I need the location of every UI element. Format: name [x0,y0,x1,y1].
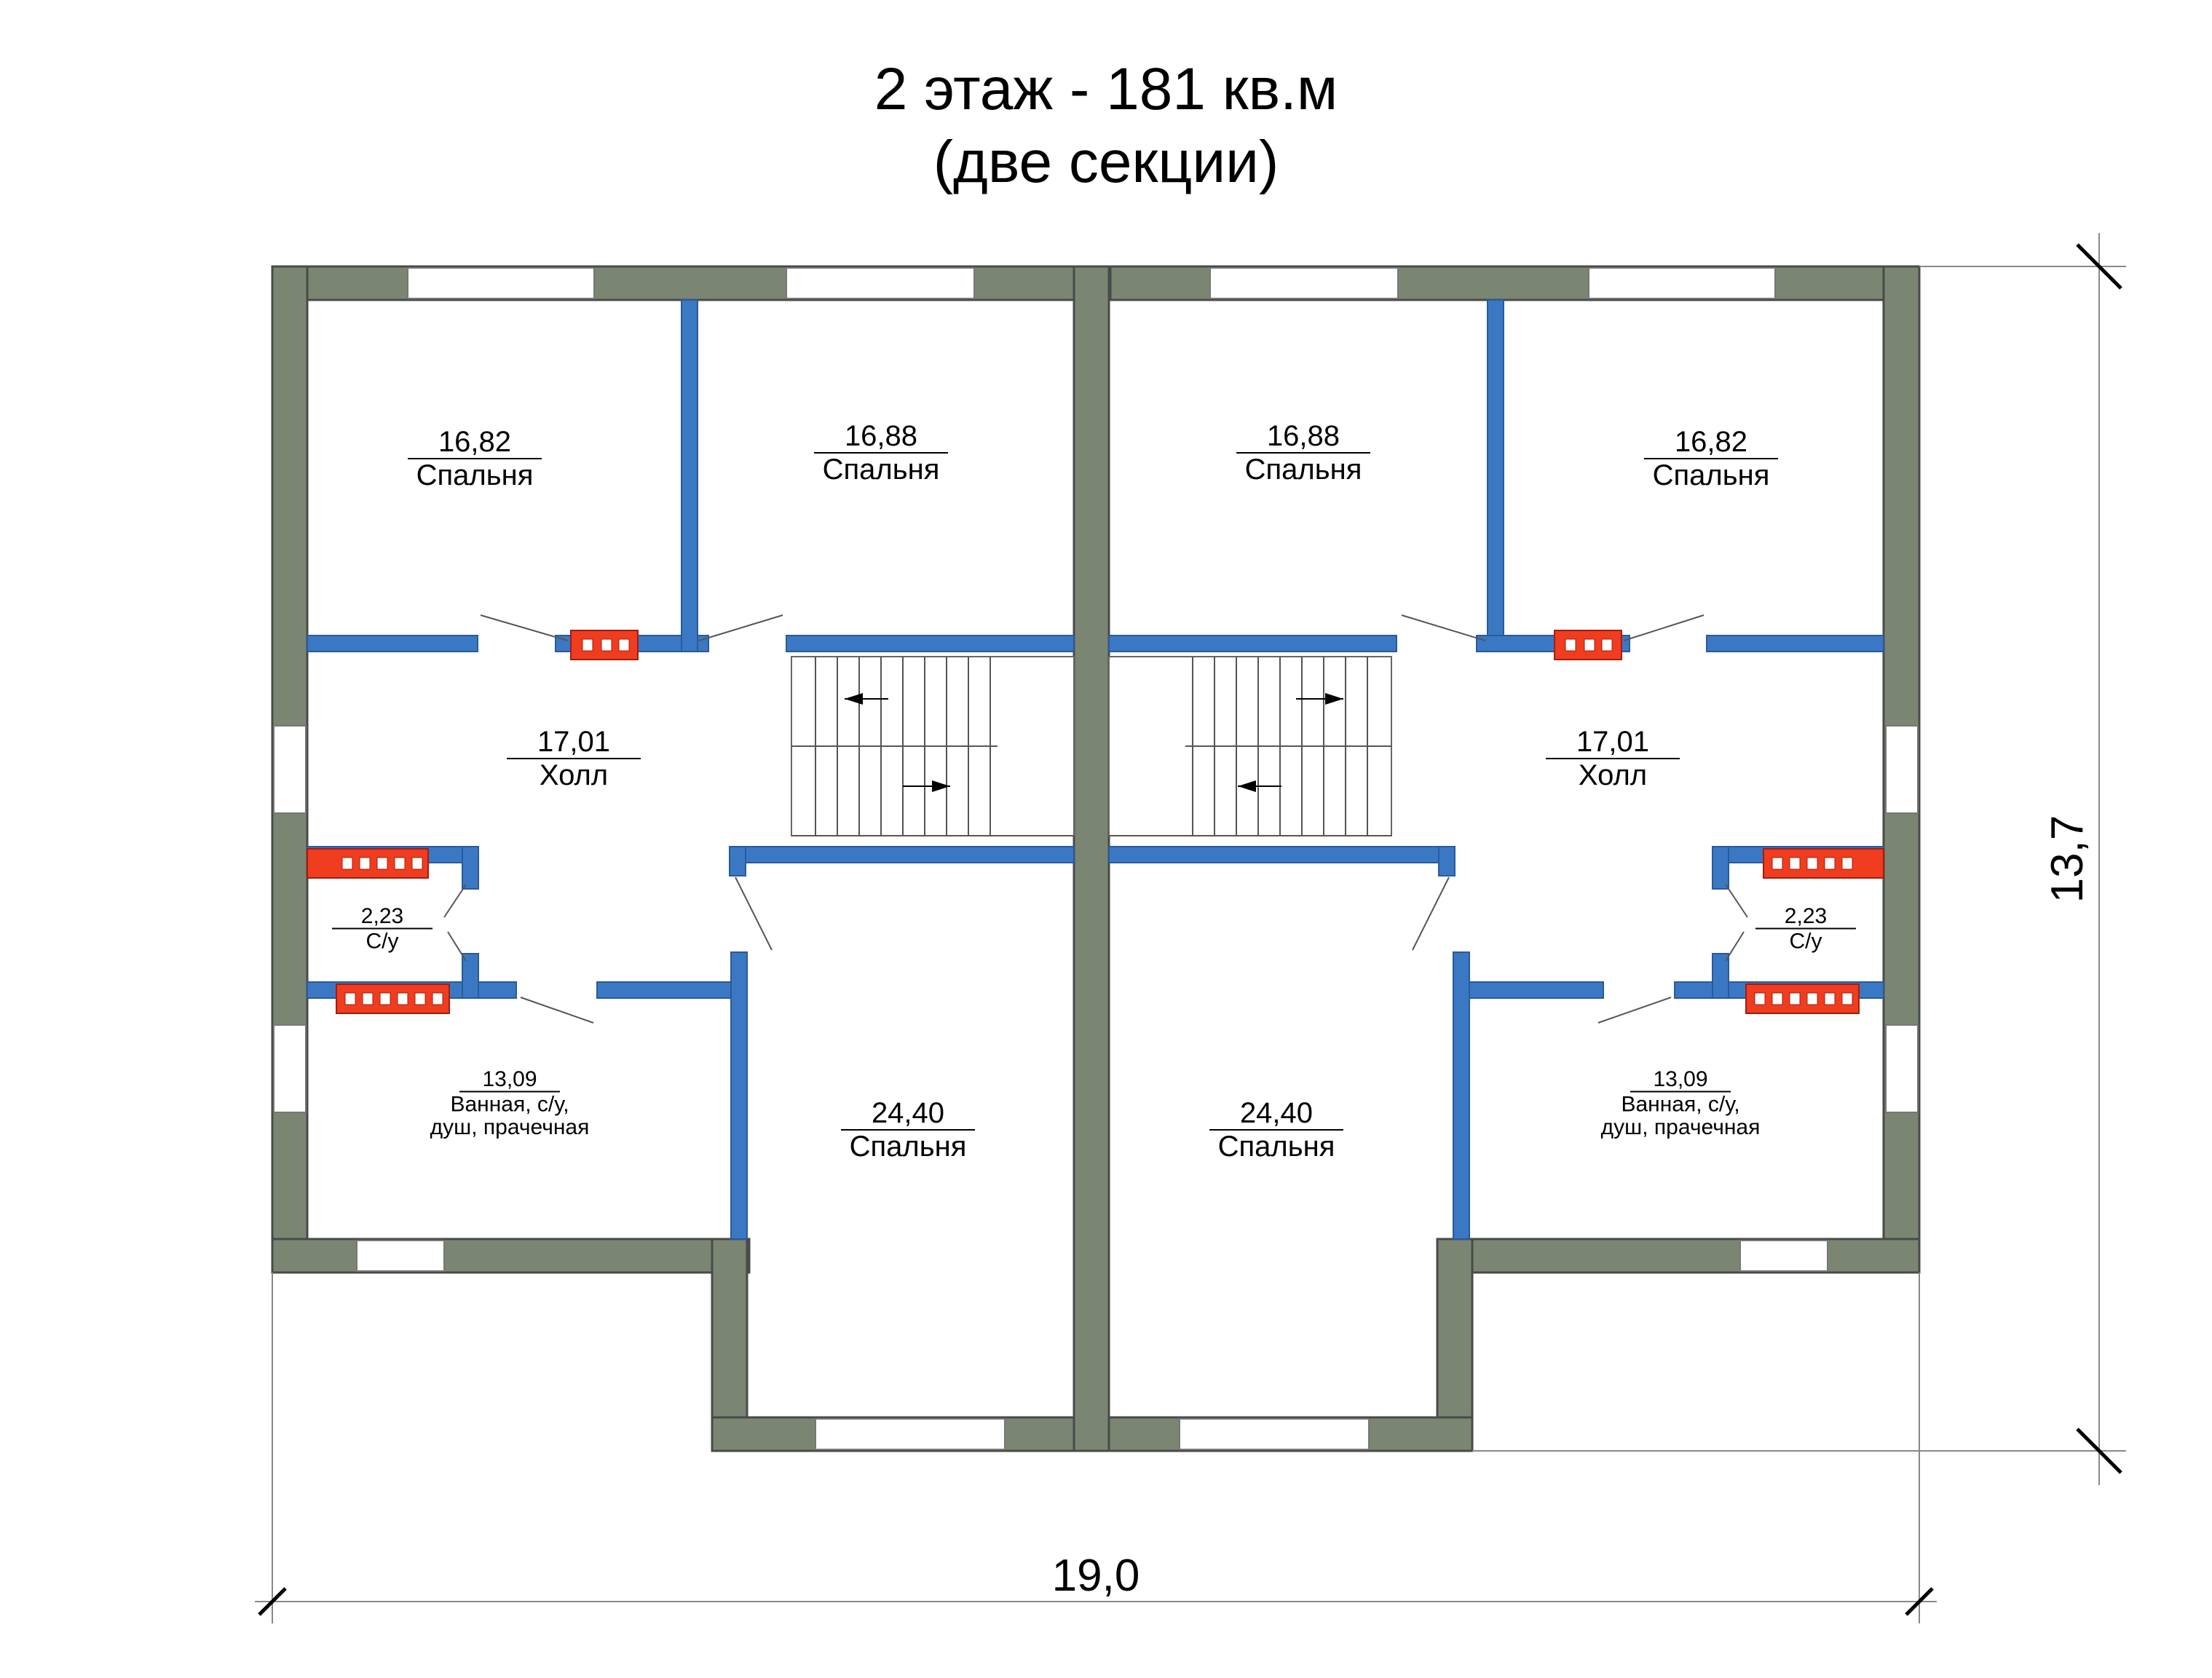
room-name: Спальня [1245,454,1362,486]
partition [730,951,748,1240]
south-projection-east-side [1436,1238,1474,1452]
partition [462,846,479,890]
room-name: Спальня [823,454,940,486]
room-name-line2: душ, прачечная [430,1115,590,1139]
south-wall-east [1461,1238,1921,1274]
outer-walls [271,265,1921,1452]
room-area: 13,09 [1653,1067,1707,1091]
room-area: 17,01 [537,726,610,758]
room-name: Холл [540,759,608,791]
south-projection-west-side [711,1238,748,1452]
room-name: Спальня [416,459,534,491]
room-label-wc-west: 2,23С/у [332,904,432,954]
window [1179,1418,1370,1450]
room-area: 16,88 [845,420,917,452]
partition [1438,846,1455,876]
partition [462,953,479,999]
dimension-lines: 19,0 13,7 [255,233,2126,1623]
room-name: С/у [1790,930,1822,954]
south-wall-west [271,1238,751,1274]
staircase-east [1108,656,1392,836]
room-name: Спальня [1218,1131,1335,1163]
partition [1453,951,1470,1240]
room-area: 17,01 [1576,726,1649,758]
door-swings [443,614,1748,1024]
window [273,725,307,814]
width-dimension: 19,0 [1052,1551,1140,1601]
partition [1712,953,1729,999]
partition [1706,635,1884,652]
window [407,267,595,299]
window [1739,1240,1828,1272]
partition [729,846,1075,863]
window [786,267,975,299]
room-area: 24,40 [1240,1097,1313,1129]
partition [729,846,746,876]
partition [596,981,732,999]
window [356,1240,445,1272]
window [1209,267,1399,299]
partition [307,635,478,652]
room-name: Спальня [850,1131,967,1163]
partition [1108,846,1455,863]
window [273,1024,307,1113]
room-name: Ванная, с/у, [450,1093,569,1117]
partition [786,635,1075,652]
window [1885,1024,1919,1113]
vent-block [1763,848,1884,879]
room-name: С/у [366,930,399,954]
partition [1487,299,1504,652]
room-name: Холл [1579,759,1647,791]
room-area: 24,40 [872,1097,944,1129]
room-name: Ванная, с/у, [1621,1093,1739,1117]
partition [1108,635,1397,652]
plan-title-line1: 2 этаж - 181 кв.м [874,56,1338,122]
party-wall [1073,265,1110,1452]
partition [1469,981,1604,999]
room-area: 2,23 [1785,904,1827,928]
window [1885,725,1919,814]
room-label-wc-east: 2,23С/у [1755,904,1856,954]
room-labels: 16,82Спальня16,88Спальня16,88Спальня16,8… [332,420,1856,1163]
staircase-west [791,656,1075,836]
room-area: 16,82 [438,426,511,458]
room-name-line2: душ, прачечная [1601,1115,1761,1139]
windows [273,267,1919,1450]
window [815,1418,1006,1450]
height-dimension: 13,7 [2042,815,2093,903]
inner-walls [307,299,1884,1240]
partition [1712,846,1729,890]
room-area: 13,09 [482,1067,537,1091]
plan-title-line2: (две секции) [933,129,1279,195]
room-area: 2,23 [361,904,403,928]
room-area: 16,82 [1675,426,1747,458]
partition [681,299,698,652]
room-name: Спальня [1653,459,1770,491]
room-area: 16,88 [1267,420,1340,452]
ventilation-blocks [307,630,1884,1014]
window [1588,267,1776,299]
